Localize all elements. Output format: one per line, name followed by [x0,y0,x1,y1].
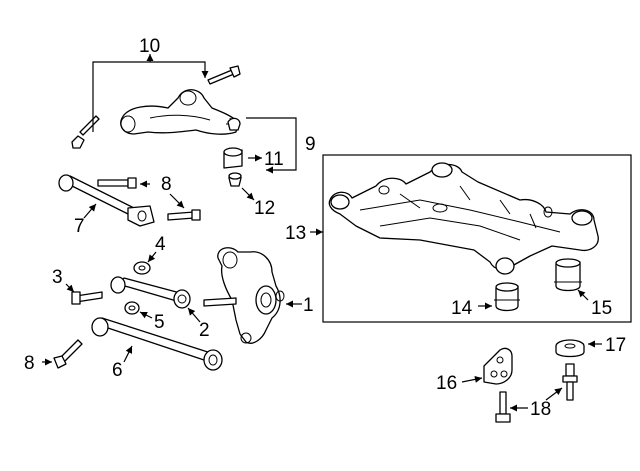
upper-control-arm[interactable] [120,89,241,135]
subframe-13[interactable] [328,162,599,275]
callout-8-lower: 8 [24,353,35,374]
leader-arrowhead [510,404,517,412]
leader-arrowhead [140,312,148,319]
leader-arrowhead [88,204,96,212]
bushing-11[interactable] [223,147,243,169]
callout-17: 17 [605,335,626,356]
callout-5: 5 [154,312,165,333]
bolt-10-right[interactable] [207,65,241,85]
bumper-12[interactable] [228,172,242,187]
callout-15: 15 [591,298,612,319]
leader-arrowhead [146,54,154,61]
leader-arrowhead [66,284,74,292]
callout-9: 9 [305,134,316,155]
callout-16: 16 [436,373,457,394]
leader-arrowhead [255,154,262,162]
callout-10: 10 [139,36,160,57]
bolt-8-lower[interactable] [53,339,83,369]
callout-2: 2 [199,320,210,341]
bushing-14[interactable] [494,282,520,312]
leader-arrowhead [578,290,586,298]
washer-17[interactable] [555,339,585,358]
callout-11: 11 [264,149,284,170]
link-2[interactable] [110,276,191,309]
callout-6: 6 [112,360,123,381]
link-6[interactable] [91,317,223,371]
bolt-8-mid[interactable] [167,209,201,221]
leader-arrowhead [148,254,156,262]
leader-arrowhead [201,71,209,78]
leader-arrowhead [125,346,132,354]
link-7[interactable] [58,174,155,227]
callout-4: 4 [155,234,166,255]
callout-3: 3 [52,267,63,288]
leader-10 [92,61,206,132]
leader-arrowhead [45,358,52,366]
bolt-10-left[interactable] [71,115,100,149]
leader-arrowhead [485,302,492,310]
washer-4[interactable] [133,261,151,275]
leader-arrowhead [474,375,482,383]
leader-arrowhead [140,180,147,188]
subframe-box [322,154,632,323]
leader-arrowhead [188,308,196,316]
callout-8-upper: 8 [161,174,172,195]
leader-9 [246,117,297,171]
washer-5[interactable] [124,301,140,315]
leader-arrowhead [246,192,254,200]
leader-arrowhead [266,166,273,174]
bolt-18-left[interactable] [495,391,511,423]
bolt-18-right[interactable] [562,363,578,401]
callout-18: 18 [530,399,551,420]
leader-arrowhead [316,228,323,236]
bracket-16[interactable] [483,347,513,385]
knuckle-1[interactable] [203,247,285,344]
bolt-3[interactable] [71,291,103,305]
callout-13: 13 [285,223,306,244]
leader-arrowhead [176,200,184,208]
callout-1: 1 [303,295,314,316]
bolt-8-upper[interactable] [97,177,137,189]
bushing-15[interactable] [554,258,582,292]
callout-7: 7 [74,216,85,237]
callout-14: 14 [451,298,473,319]
leader-arrowhead [286,300,293,308]
leader-arrowhead [554,388,562,395]
callout-12: 12 [254,198,275,219]
leader-arrowhead [588,340,595,348]
